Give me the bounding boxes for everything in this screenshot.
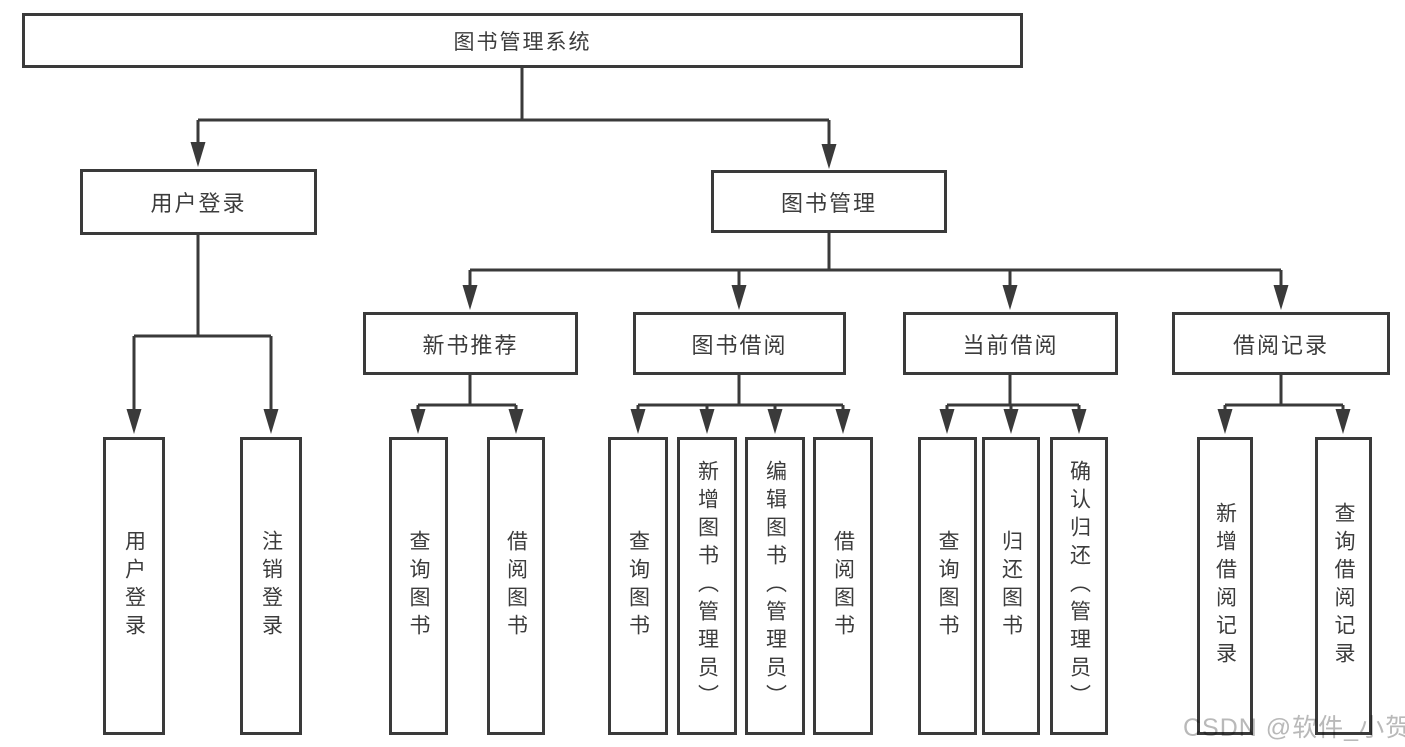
- leaf-borrow-add-books-admin: 新增图书（管理员）: [677, 437, 737, 735]
- leaf-recommend-query-books: 查询图书: [389, 437, 448, 735]
- arrow-down-icon: [939, 409, 955, 434]
- arrow-down-icon: [731, 285, 747, 310]
- node-user-login: 用户登录: [80, 169, 317, 235]
- arrow-down-icon: [1335, 409, 1351, 434]
- connector-borrow-records-to-leaves: [1217, 375, 1351, 434]
- arrow-down-icon: [699, 409, 715, 434]
- arrow-down-icon: [767, 409, 783, 434]
- leaf-user-login: 用户登录: [103, 437, 165, 735]
- leaf-records-query-record: 查询借阅记录: [1315, 437, 1372, 735]
- arrow-down-icon: [462, 285, 478, 310]
- leaf-recommend-borrow-books: 借阅图书: [487, 437, 545, 735]
- connector-book-borrow-to-leaves: [630, 375, 851, 434]
- arrow-down-icon: [508, 409, 524, 434]
- node-borrowing-records: 借阅记录: [1172, 312, 1390, 375]
- connector-new-book-to-leaves: [410, 375, 524, 434]
- leaf-current-query-books: 查询图书: [918, 437, 977, 735]
- arrow-down-icon: [1071, 409, 1087, 434]
- arrow-down-icon: [821, 144, 837, 169]
- node-library-system: 图书管理系统: [22, 13, 1023, 68]
- arrow-down-icon: [126, 409, 142, 434]
- leaf-borrow-edit-books-admin: 编辑图书（管理员）: [745, 437, 805, 735]
- connector-user-login-to-leaves: [126, 235, 279, 434]
- arrow-down-icon: [410, 409, 426, 434]
- arrow-down-icon: [1002, 285, 1018, 310]
- arrow-down-icon: [835, 409, 851, 434]
- leaf-logout: 注销登录: [240, 437, 302, 735]
- node-new-book-recommendation: 新书推荐: [363, 312, 578, 375]
- connector-current-borrow-to-leaves: [939, 375, 1087, 434]
- node-current-borrowing: 当前借阅: [903, 312, 1118, 375]
- connector-root-to-level2: [190, 68, 837, 169]
- arrow-down-icon: [1273, 285, 1289, 310]
- arrow-down-icon: [190, 142, 206, 167]
- arrow-down-icon: [263, 409, 279, 434]
- node-book-management: 图书管理: [711, 170, 947, 233]
- leaf-records-add-record: 新增借阅记录: [1197, 437, 1253, 735]
- csdn-watermark: CSDN @软件_小贺同学: [1183, 714, 1405, 742]
- node-book-borrowing: 图书借阅: [633, 312, 846, 375]
- leaf-borrow-query-books: 查询图书: [608, 437, 668, 735]
- leaf-current-confirm-return-admin: 确认归还（管理员）: [1050, 437, 1108, 735]
- arrow-down-icon: [1217, 409, 1233, 434]
- arrow-down-icon: [1003, 409, 1019, 434]
- leaf-borrow-borrow-books: 借阅图书: [813, 437, 873, 735]
- arrow-down-icon: [630, 409, 646, 434]
- leaf-current-return-books: 归还图书: [982, 437, 1040, 735]
- connector-book-management-to-level3: [462, 233, 1289, 310]
